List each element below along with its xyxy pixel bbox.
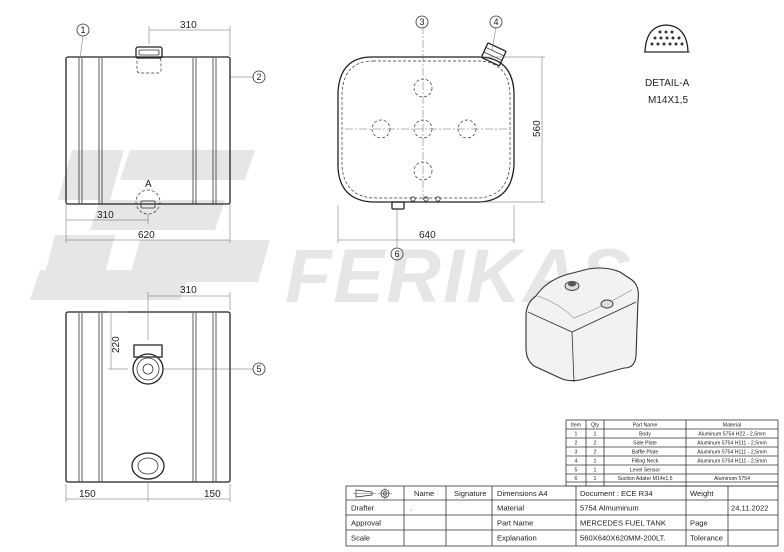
parts-row-material: Aluminum 5754 H22 - 2,5mm	[698, 432, 765, 438]
detail-a-view	[644, 24, 690, 53]
parts-row-name: Side Plate	[633, 441, 657, 447]
title-tolerance-label: Tolerance	[690, 534, 723, 543]
parts-row-qty: 2	[594, 450, 597, 456]
parts-row-material: Aluminum 5754 H111 - 2,5mm	[697, 450, 767, 456]
balloon-4	[489, 15, 503, 29]
title-signature-label: Signature	[454, 489, 487, 498]
balloon-2	[252, 70, 266, 84]
side-view	[337, 26, 545, 248]
balloon-3-label: 3	[420, 17, 425, 27]
top-dim-left: 150	[79, 489, 96, 500]
top-view	[65, 292, 253, 502]
parts-header-material: Material	[723, 423, 741, 429]
parts-row-item: 2	[575, 441, 578, 447]
balloon-6-label: 6	[395, 249, 400, 259]
balloon-1-label: 1	[81, 25, 86, 35]
projection-symbol-icon	[353, 487, 392, 500]
parts-row-material: Aluminum 5754 H111 - 2,5mm	[697, 459, 767, 465]
isometric-view	[525, 267, 639, 383]
title-part-name-label: Part Name	[497, 519, 533, 528]
parts-row-qty: 1	[594, 476, 597, 482]
front-view	[65, 26, 254, 243]
parts-row-item: 6	[575, 476, 578, 482]
parts-row-qty: 2	[594, 441, 597, 447]
parts-row-name: Level Sensor	[630, 468, 661, 474]
parts-row-qty: 1	[594, 432, 597, 438]
parts-row-item: 1	[575, 432, 578, 438]
side-dim-height: 560	[532, 120, 543, 137]
parts-header-qty: Qty	[591, 423, 599, 429]
balloon-5-label: 5	[257, 364, 262, 374]
parts-row-qty: 1	[594, 468, 597, 474]
title-block	[345, 485, 779, 547]
front-dim-half: 310	[97, 210, 114, 221]
parts-row-item: 5	[575, 468, 578, 474]
title-weight-label: Weight	[690, 489, 714, 498]
detail-a-title: DETAIL-A	[645, 78, 690, 89]
title-material-label: Material	[497, 504, 524, 513]
front-dim-width: 620	[138, 230, 155, 241]
title-part-name-value: MERCEDES FUEL TANK	[580, 519, 666, 528]
parts-row-name: Filling Neck	[632, 459, 659, 465]
title-dimensions: Dimensions A4	[497, 489, 548, 498]
title-name-label: Name	[414, 489, 434, 498]
top-dim-top: 310	[180, 285, 197, 296]
detail-a-thread: M14X1,5	[648, 95, 688, 106]
balloon-4-label: 4	[494, 17, 499, 27]
parts-row-name: Body	[639, 432, 651, 438]
parts-row-item: 3	[575, 450, 578, 456]
top-dim-vertical: 220	[111, 336, 122, 353]
front-dim-top: 310	[180, 20, 197, 31]
title-page-label: Page	[690, 519, 708, 528]
parts-row-item: 4	[575, 459, 578, 465]
title-scale-label: Scale	[351, 534, 370, 543]
balloon-6	[390, 247, 404, 261]
parts-row-name: Suction Adater M14x1,5	[617, 476, 672, 482]
watermark-logo	[30, 150, 270, 300]
title-explanation-label: Explanation	[497, 534, 537, 543]
parts-header-part-name: Part Name	[633, 423, 658, 429]
parts-row-qty: 1	[594, 459, 597, 465]
title-document: Document : ECE R34	[580, 489, 653, 498]
detail-ref-a: A	[145, 179, 152, 190]
title-date: 24.11.2022	[731, 504, 768, 513]
parts-header-item: Item	[571, 423, 581, 429]
side-dim-width: 640	[419, 230, 436, 241]
title-explanation-value: 560X640X620MM-200LT.	[580, 534, 666, 543]
title-drafter-name: .	[410, 504, 412, 513]
parts-row-material: Aluminum 5754 H111 - 2,5mm	[697, 441, 767, 447]
balloon-2-label: 2	[257, 72, 262, 82]
title-approval-label: Approval	[351, 519, 381, 528]
balloon-1	[76, 23, 90, 37]
balloon-5	[252, 362, 266, 376]
top-dim-right: 150	[204, 489, 221, 500]
parts-row-name: Baffle Plate	[632, 450, 659, 456]
title-drafter-label: Drafter	[351, 504, 375, 513]
title-material-value: 5754 Almuminum	[580, 504, 639, 513]
parts-row-material: Aluminum 5754	[714, 476, 750, 482]
balloon-3	[415, 15, 429, 29]
